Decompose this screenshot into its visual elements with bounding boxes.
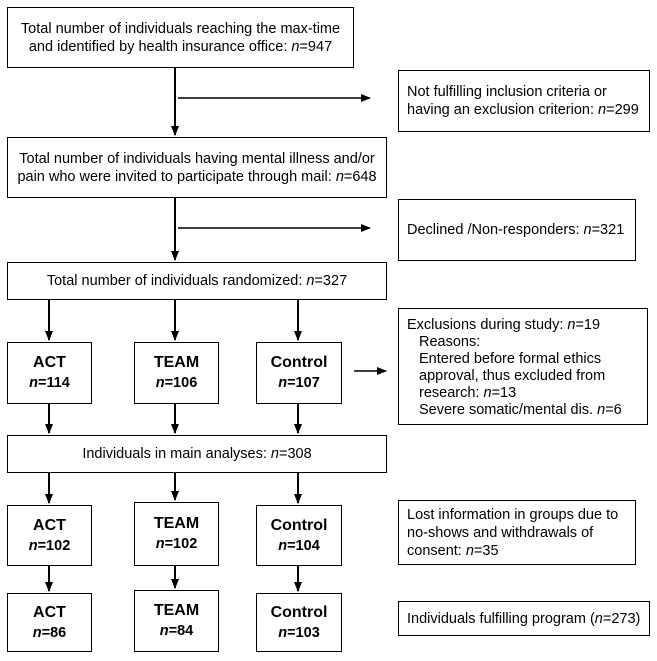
box-not-fulfilling-value: =299 xyxy=(606,102,639,118)
box-fulfilling-label: Individuals fulfilling program ( xyxy=(407,610,595,627)
n-symbol: n xyxy=(278,624,288,641)
box-randomized-label: Total number of individuals randomized: xyxy=(46,273,307,289)
group-name: Control xyxy=(270,516,328,534)
group-value: =102 xyxy=(164,536,198,552)
group-name: ACT xyxy=(33,354,66,371)
n-symbol: n xyxy=(278,537,288,554)
group-value: =103 xyxy=(287,624,320,641)
box-lost-value: =35 xyxy=(473,542,499,559)
n-symbol: n xyxy=(465,542,474,559)
n-symbol: n xyxy=(594,610,603,627)
group-name: ACT xyxy=(33,516,66,534)
group-name: Control xyxy=(270,354,328,371)
group-name: ACT xyxy=(33,603,66,621)
reason2-value: =6 xyxy=(605,402,622,418)
group-act-row2: ACT n=102 xyxy=(7,505,92,566)
box-reaching-value: =947 xyxy=(299,38,333,55)
group-value: =107 xyxy=(287,375,320,391)
group-name: TEAM xyxy=(153,515,200,532)
group-name: TEAM xyxy=(153,602,200,619)
n-symbol: n xyxy=(291,38,300,55)
n-symbol: n xyxy=(28,537,38,554)
n-symbol: n xyxy=(597,402,606,418)
group-team-row3: TEAM n=84 xyxy=(134,590,219,652)
box-reaching-line1: Total number of individuals reaching the… xyxy=(20,20,341,37)
reason2-label: Severe somatic/mental dis. xyxy=(419,402,598,418)
box-reaching-max-time: Total number of individuals reaching the… xyxy=(7,7,354,68)
box-lost-information: Lost information in groups due to no-sho… xyxy=(398,500,636,565)
reason1-value: =13 xyxy=(491,385,517,401)
n-symbol: n xyxy=(335,168,344,185)
group-value: =106 xyxy=(164,375,198,391)
n-symbol: n xyxy=(278,375,288,391)
box-randomized: Total number of individuals randomized: … xyxy=(7,262,387,300)
group-value: =114 xyxy=(37,375,70,391)
box-fulfilling-value: =273) xyxy=(602,610,641,627)
group-name: TEAM xyxy=(153,354,200,371)
group-value: =102 xyxy=(37,537,71,554)
n-symbol: n xyxy=(483,385,492,401)
group-act-row1: ACT n=114 xyxy=(7,342,92,404)
group-control-row2: Control n=104 xyxy=(256,505,342,566)
box-main-analyses-value: =308 xyxy=(279,446,312,462)
n-symbol: n xyxy=(159,623,169,639)
n-symbol: n xyxy=(270,446,279,462)
reason1-line2: approval, thus excluded from xyxy=(419,368,606,384)
n-symbol: n xyxy=(155,375,165,391)
box-exclusions-value: =19 xyxy=(575,317,601,333)
box-declined: Declined /Non-responders: n=321 xyxy=(398,199,636,261)
box-invited-value: =648 xyxy=(343,168,377,185)
group-team-row1: TEAM n=106 xyxy=(134,342,219,404)
n-symbol: n xyxy=(598,102,607,118)
box-invited: Total number of individuals having menta… xyxy=(7,137,387,198)
group-control-row3: Control n=103 xyxy=(256,593,342,652)
n-symbol: n xyxy=(32,624,42,641)
box-main-analyses: Individuals in main analyses: n=308 xyxy=(7,435,387,473)
box-invited-line1: Total number of individuals having menta… xyxy=(19,150,375,167)
group-act-row3: ACT n=86 xyxy=(7,593,92,652)
n-symbol: n xyxy=(306,273,315,289)
box-lost-line1: Lost information in groups due to xyxy=(407,506,619,523)
box-randomized-value: =327 xyxy=(314,273,348,289)
group-value: =104 xyxy=(287,537,320,554)
box-not-fulfilling: Not fulfilling inclusion criteria or hav… xyxy=(398,70,650,132)
n-symbol: n xyxy=(583,222,592,238)
reasons-label: Reasons: xyxy=(419,334,481,350)
group-value: =84 xyxy=(168,623,194,639)
box-exclusions: Exclusions during study: n=19 Reasons: E… xyxy=(398,308,648,425)
n-symbol: n xyxy=(29,375,38,391)
box-lost-line3: consent: xyxy=(407,542,466,559)
box-lost-line2: no-shows and withdrawals of xyxy=(407,524,594,541)
box-invited-line2: pain who were invited to participate thr… xyxy=(17,168,336,185)
group-value: =86 xyxy=(41,624,67,641)
box-exclusions-line1: Exclusions during study: xyxy=(407,317,568,333)
box-fulfilling-program: Individuals fulfilling program (n=273) xyxy=(398,601,650,636)
box-declined-value: =321 xyxy=(591,222,625,238)
n-symbol: n xyxy=(567,317,576,333)
box-not-fulfilling-line1: Not fulfilling inclusion criteria or xyxy=(407,84,607,100)
group-team-row2: TEAM n=102 xyxy=(134,502,219,566)
n-symbol: n xyxy=(155,536,165,552)
reason1-line1: Entered before formal ethics xyxy=(419,351,602,367)
reason1-line3: research: xyxy=(419,385,484,401)
group-name: Control xyxy=(270,603,328,621)
box-reaching-line2: and identified by health insurance offic… xyxy=(28,38,292,55)
box-declined-label: Declined /Non-responders: xyxy=(407,222,584,238)
group-control-row1: Control n=107 xyxy=(256,342,342,404)
box-not-fulfilling-line2: having an exclusion criterion: xyxy=(407,102,599,118)
box-main-analyses-label: Individuals in main analyses: xyxy=(82,446,271,462)
